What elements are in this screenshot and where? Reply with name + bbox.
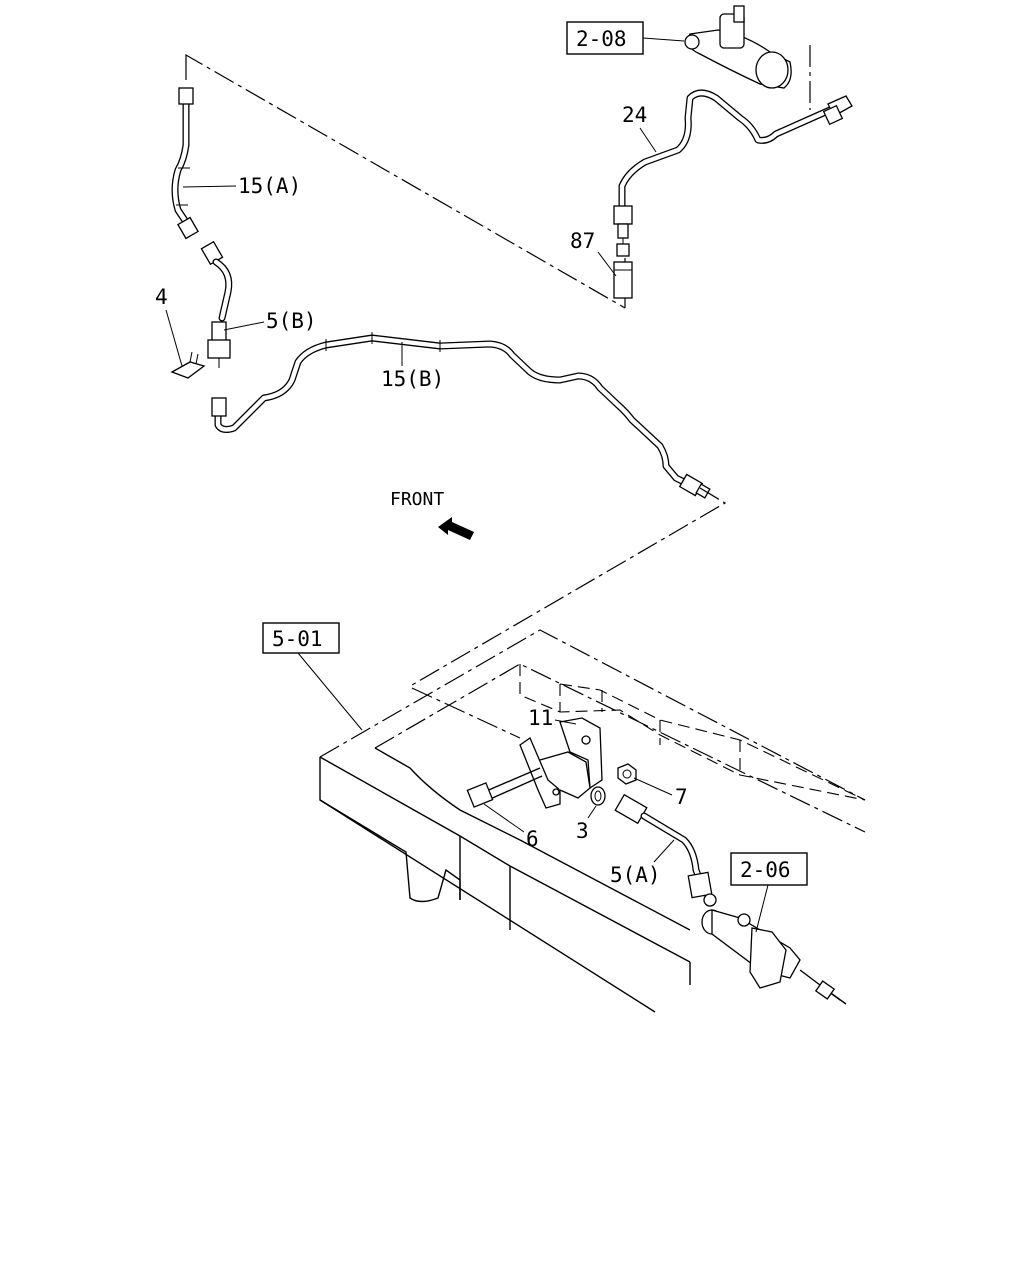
callout-15b-label: 15(B)	[381, 367, 444, 391]
washer-3	[590, 786, 606, 806]
callout-5b: 5(B)	[223, 309, 317, 333]
ref-2-06-label: 2-06	[740, 858, 791, 882]
callout-24: 24	[622, 103, 657, 153]
callout-5b-label: 5(B)	[266, 309, 317, 333]
callout-5a-label: 5(A)	[610, 863, 661, 887]
callout-24-label: 24	[622, 103, 647, 127]
front-arrow-icon	[438, 517, 474, 540]
nut-7	[617, 763, 637, 785]
callout-15b: 15(B)	[381, 342, 444, 391]
callout-15a-label: 15(A)	[238, 174, 301, 198]
pipe-15b	[211, 332, 711, 499]
lower-connection-outline	[411, 487, 727, 739]
pipe-24	[613, 89, 853, 246]
bracket-11	[519, 717, 603, 809]
callout-3-label: 3	[576, 819, 589, 843]
callout-15a: 15(A)	[182, 174, 301, 198]
callout-6-label: 6	[526, 827, 539, 851]
callout-87: 87	[570, 229, 617, 277]
callout-4: 4	[155, 285, 183, 367]
callout-7-label: 7	[675, 785, 688, 809]
callout-4-label: 4	[155, 285, 168, 309]
hose-5b	[200, 240, 233, 368]
callout-7: 7	[633, 777, 688, 809]
frame-5-01	[319, 629, 866, 1013]
callout-11: 11	[528, 706, 577, 730]
master-cylinder-2-08	[684, 5, 792, 89]
bolt-6	[466, 767, 543, 808]
slave-cylinder-2-06	[701, 909, 847, 1005]
connector-87	[613, 243, 633, 299]
clip-4	[170, 351, 206, 379]
ref-2-08-label: 2-08	[576, 27, 627, 51]
front-label: FRONT	[390, 489, 444, 510]
callout-6: 6	[483, 803, 539, 851]
ref-box-2-06: 2-06	[730, 852, 808, 933]
ref-box-2-08: 2-08	[566, 21, 685, 55]
callout-87-label: 87	[570, 229, 595, 253]
pipe-15a	[171, 87, 199, 240]
callout-11-label: 11	[528, 706, 553, 730]
ref-box-5-01: 5-01	[262, 622, 363, 731]
callout-5a: 5(A)	[610, 839, 675, 887]
hose-5a	[614, 793, 717, 907]
ref-5-01-label: 5-01	[272, 627, 323, 651]
callout-3: 3	[576, 805, 597, 843]
